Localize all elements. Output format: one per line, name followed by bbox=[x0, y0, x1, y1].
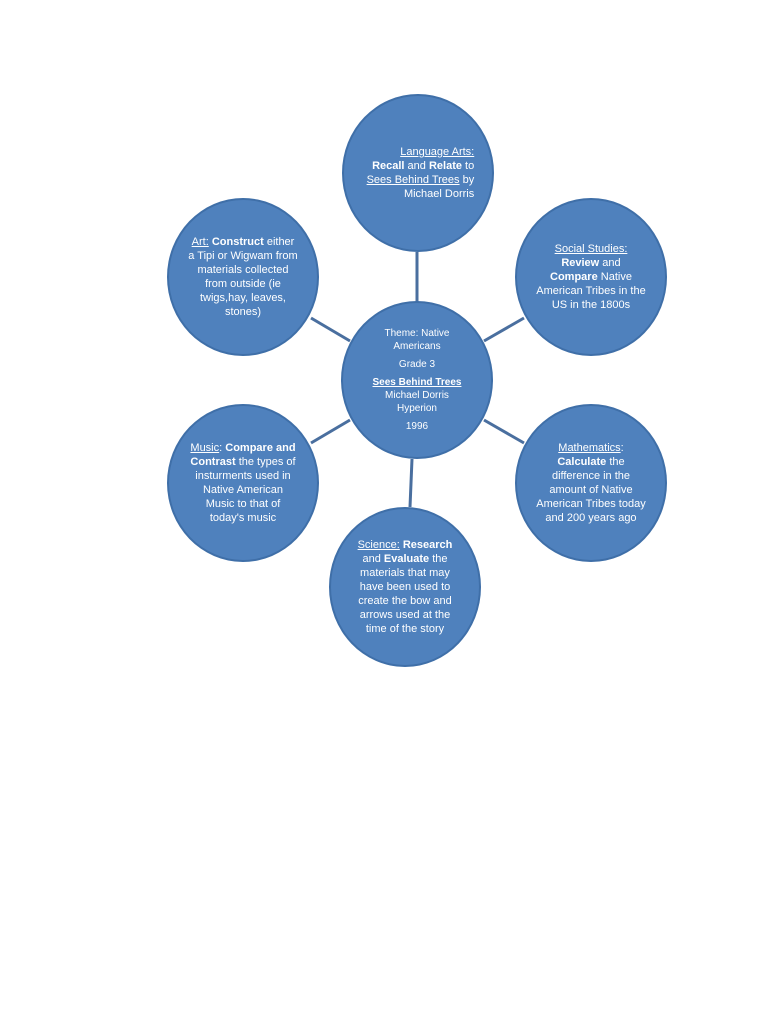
mathematics-description: the difference in the amount of Native A… bbox=[536, 456, 646, 524]
book-publisher: Hyperion bbox=[396, 403, 437, 414]
music-text: Music: Compare and Contrast the types of… bbox=[188, 441, 298, 525]
music-verb-compare-contrast: Compare and Contrast bbox=[190, 442, 296, 468]
music-colon: : bbox=[219, 442, 226, 454]
language-arts-verb-relate: Relate bbox=[428, 160, 462, 172]
language-arts-subject: Language Arts: bbox=[400, 146, 475, 158]
language-arts-node: Language Arts: Recall and Relate to Sees… bbox=[342, 94, 494, 252]
social-studies-verb-review: Review bbox=[561, 257, 600, 269]
social-studies-verb-compare: Compare bbox=[550, 271, 598, 283]
language-arts-text: Language Arts: Recall and Relate to Sees… bbox=[362, 145, 475, 201]
book-title: Sees Behind Trees bbox=[372, 377, 462, 388]
language-arts-book-title: Sees Behind Trees bbox=[366, 174, 460, 186]
book-author: Michael Dorris bbox=[385, 390, 449, 401]
science-verb-research: Research bbox=[399, 539, 453, 551]
science-verb-evaluate: Evaluate bbox=[383, 553, 430, 565]
grade-label: Grade 3 bbox=[398, 359, 436, 370]
music-subject: Music bbox=[190, 442, 220, 454]
mathematics-node: Mathematics: Calculate the difference in… bbox=[515, 404, 667, 562]
center-theme-text: Theme: Native Americans Grade 3 Sees Beh… bbox=[358, 327, 476, 433]
music-description: the types of insturments used in Native … bbox=[195, 456, 296, 524]
social-studies-subject: Social Studies: bbox=[554, 243, 628, 255]
language-arts-verb-recall: Recall bbox=[372, 160, 405, 172]
connector-center-mathematics bbox=[483, 418, 525, 445]
social-studies-and: and bbox=[599, 257, 621, 269]
science-description: the materials that may have been used to… bbox=[358, 553, 452, 635]
social-studies-node: Social Studies: Review and Compare Nativ… bbox=[515, 198, 667, 356]
theme-line-2: Americans bbox=[393, 341, 441, 352]
art-node: Art: Construct either a Tipi or Wigwam f… bbox=[167, 198, 319, 356]
science-text: Science: Research and Evaluate the mater… bbox=[350, 538, 460, 636]
science-and: and bbox=[362, 553, 384, 565]
mathematics-text: Mathematics: Calculate the difference in… bbox=[536, 441, 646, 525]
science-subject: Science: bbox=[357, 539, 400, 551]
connector-center-art bbox=[310, 316, 351, 343]
art-subject: Art: bbox=[191, 236, 209, 248]
music-node: Music: Compare and Contrast the types of… bbox=[167, 404, 319, 562]
book-year: 1996 bbox=[405, 421, 429, 432]
mathematics-verb-calculate: Calculate bbox=[557, 456, 607, 468]
art-verb-construct: Construct bbox=[208, 236, 264, 248]
connector-center-science bbox=[408, 458, 414, 508]
language-arts-by: by bbox=[459, 174, 475, 186]
center-theme-node: Theme: Native Americans Grade 3 Sees Beh… bbox=[341, 301, 493, 459]
mathematics-colon: : bbox=[620, 442, 624, 454]
language-arts-to: to bbox=[462, 160, 475, 172]
art-description: either a Tipi or Wigwam from materials c… bbox=[188, 236, 298, 318]
art-text: Art: Construct either a Tipi or Wigwam f… bbox=[188, 235, 298, 319]
theme-line-1: Theme: Native bbox=[384, 328, 450, 339]
language-arts-and: and bbox=[404, 160, 429, 172]
connector-center-music bbox=[310, 418, 351, 445]
social-studies-text: Social Studies: Review and Compare Nativ… bbox=[536, 242, 646, 312]
science-node: Science: Research and Evaluate the mater… bbox=[329, 507, 481, 667]
social-studies-description: Native American Tribes in the US in the … bbox=[536, 271, 646, 311]
connector-center-social-studies bbox=[483, 316, 525, 343]
language-arts-author: Michael Dorris bbox=[403, 188, 475, 200]
mathematics-subject: Mathematics bbox=[558, 442, 621, 454]
